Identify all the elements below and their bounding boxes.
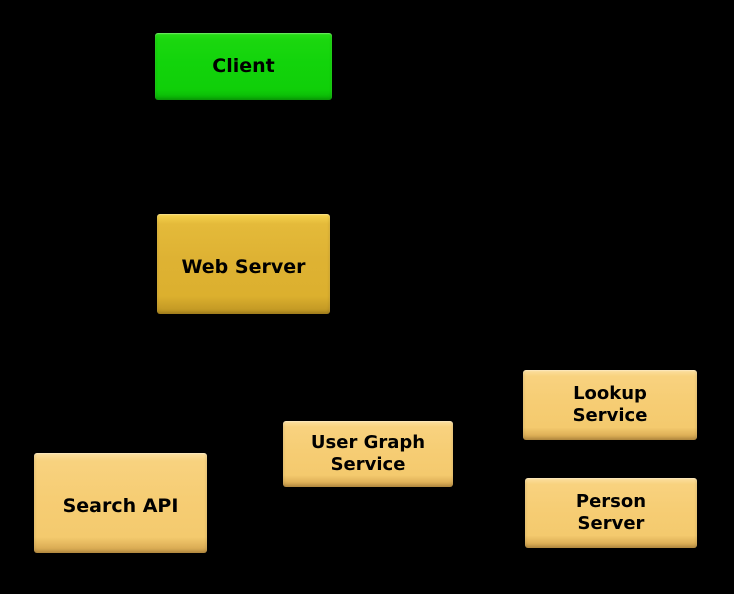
node-web-server[interactable]: Web Server — [157, 214, 330, 314]
node-person-server[interactable]: Person Server — [525, 478, 697, 548]
node-person-server-label: Person Server — [575, 490, 647, 535]
node-lookup-service[interactable]: Lookup Service — [523, 370, 697, 440]
node-client[interactable]: Client — [155, 33, 332, 100]
node-search-api-label: Search API — [62, 495, 179, 518]
node-search-api[interactable]: Search API — [34, 453, 207, 553]
node-web-server-label: Web Server — [181, 256, 306, 279]
node-user-graph-service-label: User Graph Service — [310, 431, 426, 476]
node-client-label: Client — [212, 54, 275, 77]
node-user-graph-service[interactable]: User Graph Service — [283, 421, 453, 487]
node-lookup-service-label: Lookup Service — [572, 382, 648, 427]
